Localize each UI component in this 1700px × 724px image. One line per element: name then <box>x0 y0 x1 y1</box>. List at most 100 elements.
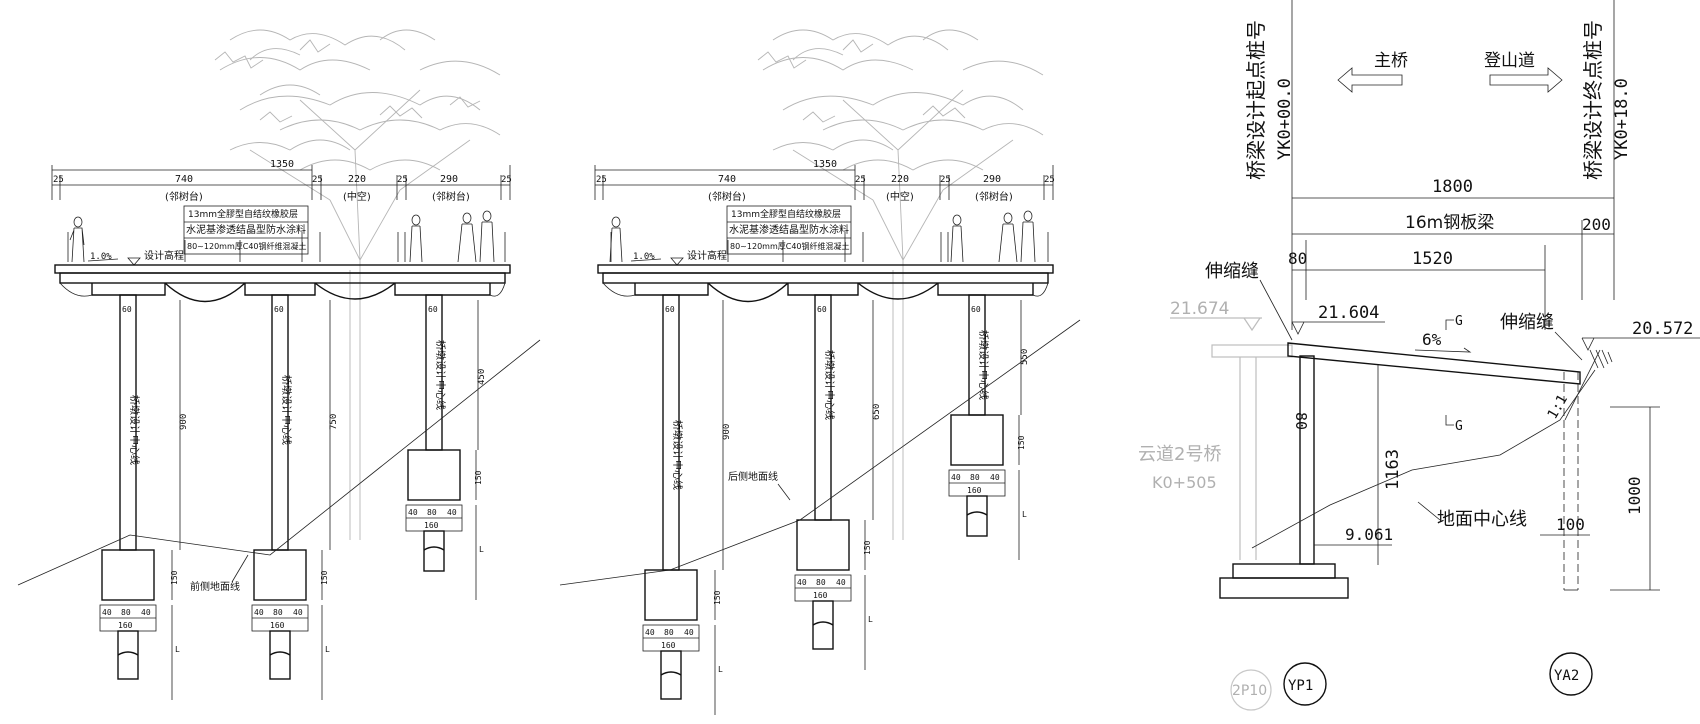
pile-len-2-2: L <box>868 615 873 624</box>
layer-note-2: 水泥基渗透结晶型防水涂料 <box>186 223 306 236</box>
layer-note-2-2: 水泥基渗透结晶型防水涂料 <box>729 223 849 236</box>
dim-220-2: 220 <box>891 174 909 185</box>
main-bridge-label: 主桥 <box>1374 51 1408 71</box>
beam-label: 16m钢板梁 <box>1405 213 1494 233</box>
top-dim-3-2: 60 <box>971 305 981 314</box>
platform-label-2-2: (中空) <box>886 190 914 203</box>
pier-height-3-2: 550 <box>1020 349 1030 365</box>
pile-dim-b2: 80 <box>273 608 283 617</box>
dim-290: 290 <box>440 174 458 185</box>
pile-len-3-2: L <box>1022 510 1027 519</box>
pile-dim-b3-2: 80 <box>970 473 980 482</box>
pile-dim-c2: 40 <box>293 608 303 617</box>
pile-dim-c3-2: 40 <box>990 473 1000 482</box>
cloud-station: K0+505 <box>1152 473 1217 492</box>
elev-right: 20.572 <box>1632 319 1693 339</box>
pile-dim-d3-2: 160 <box>967 486 982 495</box>
pile-len-1-2: L <box>718 665 723 674</box>
pier-height-2-2: 650 <box>872 404 882 420</box>
span-total: 1800 <box>1432 177 1473 197</box>
dim-1350-2: 1350 <box>813 159 837 170</box>
grade-label: 6% <box>1422 330 1442 349</box>
dim-25-a: 25 <box>53 175 64 185</box>
arrow-right-icon <box>1489 67 1563 93</box>
top-dim-1-2: 60 <box>665 305 675 314</box>
tree-illustration-2 <box>757 29 1044 540</box>
pier-height: 1163 <box>1383 449 1403 490</box>
cross-section-middle: 25 740 1350 25 220 25 290 25 (邻树台) (中空) … <box>559 29 1081 715</box>
ground-elev: 9.061 <box>1345 525 1393 544</box>
platform-label-1-2: (邻树台) <box>708 190 746 203</box>
pile-dim-b1-2: 80 <box>664 628 674 637</box>
adjacent-bridge-gray <box>1211 344 1293 560</box>
footing-dim-1: 150 <box>170 570 179 585</box>
top-dim-1: 60 <box>122 305 132 314</box>
pile-dim-d3: 160 <box>424 521 439 530</box>
dim-1520: 1520 <box>1412 249 1453 269</box>
ground-center-label: 地面中心线 <box>1437 509 1527 530</box>
pier-height-1: 900 <box>179 414 189 430</box>
top-dim-2: 60 <box>274 305 284 314</box>
dim-80: 80 <box>1288 249 1307 268</box>
pile-len-3: L <box>479 545 484 554</box>
label-2p10: 2P10 <box>1232 683 1267 699</box>
pier-yp1 <box>1299 355 1315 565</box>
pile-dim-a1: 40 <box>102 608 112 617</box>
pile-dim-b1: 80 <box>121 608 131 617</box>
pile-dim-d2-2: 160 <box>813 591 828 600</box>
pile-dim-c1-2: 40 <box>684 628 694 637</box>
design-elevation-2: 设计高程 <box>687 249 727 262</box>
dim-740: 740 <box>175 174 193 185</box>
top-dim-3: 60 <box>428 305 438 314</box>
dim-25-b-2: 25 <box>855 175 866 185</box>
end-station-label: 桥梁设计终点桩号 <box>1581 20 1605 180</box>
pile-len-2: L <box>325 645 330 654</box>
pier-label-1-2: 桥墩设计中心线 <box>671 420 684 490</box>
start-station-label: 桥梁设计起点桩号 <box>1244 20 1268 180</box>
expansion-joint-left: 伸缩缝 <box>1205 261 1259 282</box>
pile-len-1: L <box>175 645 180 654</box>
pier-label-2-2: 桥墩设计中心线 <box>823 350 836 420</box>
abutment-ya2 <box>1563 349 1613 591</box>
elev-left: 21.604 <box>1318 303 1379 323</box>
label-circle-yp1 <box>1283 662 1327 706</box>
pier-label-2: 桥墩设计中心线 <box>280 375 293 445</box>
top-dim-2-2: 60 <box>817 305 827 314</box>
dim-220: 220 <box>348 174 366 185</box>
pier-label-3-2: 桥墩设计中心线 <box>977 330 990 400</box>
abut-1000: 1000 <box>1625 476 1644 515</box>
pile-dim-a3-2: 40 <box>951 473 961 482</box>
layer-note-1-2: 13mm全膠型自结纹橡胶层 <box>731 208 841 220</box>
pier-height-3: 450 <box>477 369 487 385</box>
platform-label-3: (邻树台) <box>432 190 470 203</box>
slope-ratio: 1:1 <box>1545 392 1572 422</box>
footing-dim-3: 150 <box>474 470 483 485</box>
arrow-left-icon <box>1337 67 1403 93</box>
section-mark-top: G <box>1455 314 1463 329</box>
expansion-joint-right: 伸缩缝 <box>1500 312 1554 333</box>
dim-25-d: 25 <box>501 175 512 185</box>
dim-25-d-2: 25 <box>1044 175 1055 185</box>
tree-illustration <box>214 29 501 540</box>
cross-section-left: 25 740 1350 25 220 25 290 25 (邻树台) (中空) … <box>17 29 541 700</box>
pile-dim-a2-2: 40 <box>797 578 807 587</box>
pile-dim-a1-2: 40 <box>645 628 655 637</box>
label-yp1: YP1 <box>1288 678 1313 694</box>
dim-200: 200 <box>1582 215 1611 234</box>
design-elevation: 设计高程 <box>144 249 184 262</box>
ground-line-right <box>1251 369 1596 549</box>
dim-25-c-2: 25 <box>940 175 951 185</box>
footing-top <box>1232 563 1336 579</box>
dim-1350: 1350 <box>270 159 294 170</box>
dim-25-c: 25 <box>397 175 408 185</box>
pile-dims-mid <box>642 469 1006 652</box>
footing-dim-1-2: 150 <box>713 590 722 605</box>
layer-note-1: 13mm全膠型自结纹橡胶层 <box>188 208 298 220</box>
ground-line-mid <box>559 319 1081 586</box>
pier-label-3: 桥墩设计中心线 <box>434 340 447 410</box>
ground-line-left <box>17 339 541 586</box>
railing <box>67 232 506 262</box>
platform-label-3-2: (邻树台) <box>975 190 1013 203</box>
